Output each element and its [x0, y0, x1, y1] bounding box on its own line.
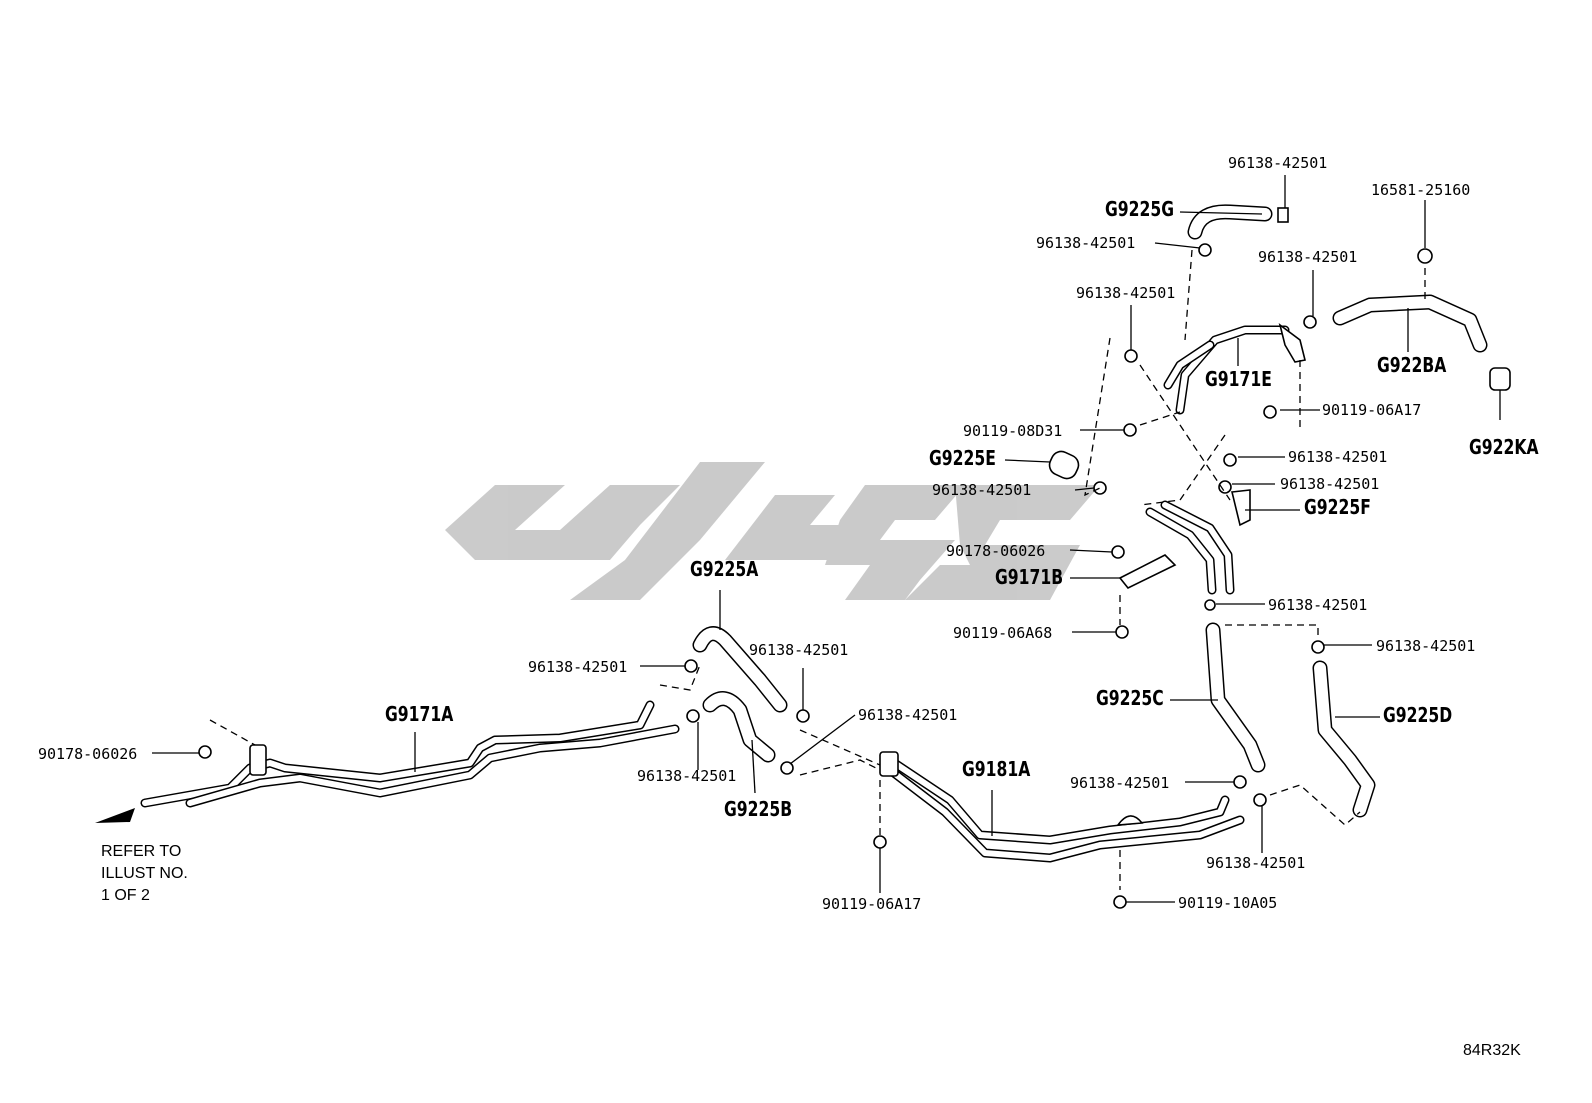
label-p22: 96138-42501 — [1376, 637, 1476, 655]
label-p21: 96138-42501 — [1268, 596, 1368, 614]
label-p10: G922KA — [1469, 435, 1539, 459]
label-p32: 96138-42501 — [1070, 774, 1170, 792]
label-p08: G922BA — [1377, 353, 1447, 377]
label-p20: 90119-06A68 — [953, 624, 1053, 642]
label-p17: 90178-06026 — [946, 542, 1046, 560]
label-p06: 96138-42501 — [1076, 284, 1176, 302]
pipe-g9171e — [1163, 323, 1306, 415]
bracket-g9181a — [879, 751, 899, 777]
label-p11: 90119-08D31 — [963, 422, 1063, 440]
clamp-g922ka — [1489, 367, 1511, 391]
refer-note: REFER TO ILLUST NO. 1 OF 2 — [101, 843, 188, 904]
hoses-ab — [692, 626, 788, 763]
label-p25: G9171A — [385, 702, 454, 726]
label-p01: 96138-42501 — [1228, 154, 1328, 172]
leader-lines — [152, 175, 1501, 903]
hose-g9225f — [1231, 489, 1251, 527]
clip-g9225g — [1277, 207, 1289, 223]
label-p07: G9171E — [1205, 367, 1272, 391]
pipe-g9171b — [1118, 500, 1235, 595]
label-p23: 96138-42501 — [528, 658, 628, 676]
label-p02: G9225G — [1105, 197, 1175, 221]
bracket-g9171b — [1118, 554, 1177, 590]
label-p35: 90119-06A17 — [822, 895, 922, 913]
label-p30: 96138-42501 — [637, 767, 737, 785]
label-p15: 96138-42501 — [932, 481, 1032, 499]
label-p28: G9225D — [1383, 703, 1453, 727]
clamp-bracket — [249, 744, 267, 776]
small-parts — [198, 243, 1433, 909]
hoses-cd — [1205, 622, 1376, 818]
label-p16: G9225F — [1304, 495, 1371, 519]
label-p27: G9225C — [1096, 686, 1164, 710]
label-p34: 96138-42501 — [1206, 854, 1306, 872]
bracket-g9171e — [1278, 323, 1306, 363]
refer-arrow-icon — [95, 808, 135, 823]
label-p14: 96138-42501 — [1280, 475, 1380, 493]
label-p12: G9225E — [929, 446, 996, 470]
bracket-g9181a-2 — [1116, 815, 1144, 826]
label-p19: G9225A — [690, 557, 759, 581]
label-p04: 96138-42501 — [1036, 234, 1136, 252]
label-p09: 90119-06A17 — [1322, 401, 1422, 419]
label-p29: 90178-06026 — [38, 745, 138, 763]
watermark-logo — [445, 462, 1100, 600]
label-p33: G9225B — [724, 797, 793, 821]
pipe-g9171a — [140, 700, 680, 808]
pipe-g9181a — [879, 751, 1245, 863]
label-p18: G9171B — [995, 565, 1064, 589]
cap-g9225e — [1048, 450, 1080, 480]
illustration-code: 84R32K — [1463, 1042, 1521, 1059]
label-p24: 96138-42501 — [749, 641, 849, 659]
label-p03: 16581-25160 — [1371, 181, 1471, 199]
label-p05: 96138-42501 — [1258, 248, 1358, 266]
label-p26: 96138-42501 — [858, 706, 958, 724]
label-p31: G9181A — [962, 757, 1031, 781]
dashed-connectors — [209, 249, 1426, 890]
hose-g922ba — [1332, 294, 1488, 353]
label-p36: 90119-10A05 — [1178, 894, 1278, 912]
label-p13: 96138-42501 — [1288, 448, 1388, 466]
